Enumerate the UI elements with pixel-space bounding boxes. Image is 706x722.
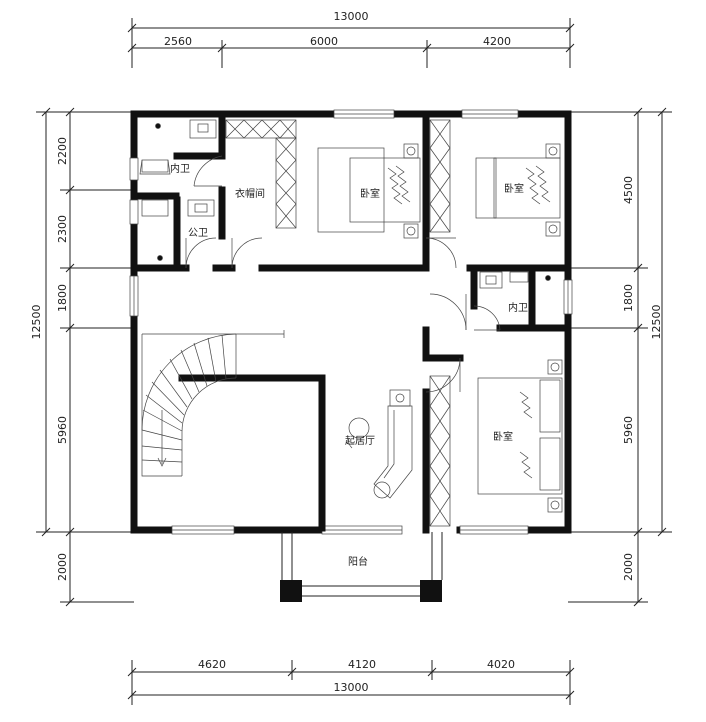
- living-furniture: [348, 389, 413, 499]
- doors: [185, 155, 501, 393]
- dim-bottom-seg-2: 4120: [348, 658, 376, 671]
- dim-left-seg-4: 5960: [56, 416, 69, 444]
- dimension-bottom: [127, 660, 575, 705]
- label-bedroom-southeast: 卧室: [493, 430, 513, 443]
- bed-northeast: [475, 143, 561, 237]
- label-balcony: 阳台: [348, 555, 368, 568]
- wardrobe-northeast: [429, 119, 451, 233]
- dimension-top: [127, 18, 575, 68]
- bath-fixtures-left: [139, 119, 217, 261]
- balcony: [280, 532, 443, 602]
- bed-southeast: [477, 359, 563, 513]
- cloakroom-wardrobe: [225, 119, 297, 229]
- label-cloakroom: 衣帽间: [235, 187, 265, 200]
- dim-left-seg-2: 2300: [56, 215, 69, 243]
- interior-walls: [130, 110, 572, 534]
- label-inner-bath-left: 内卫: [170, 162, 190, 175]
- label-bedroom-northeast: 卧室: [504, 182, 524, 195]
- label-living-room: 起居厅: [345, 435, 375, 447]
- label-inner-bath-right: 内卫: [508, 301, 528, 314]
- dim-right-seg-3: 5960: [622, 416, 635, 444]
- dim-left-seg-3: 1800: [56, 284, 69, 312]
- label-public-bath: 公卫: [188, 228, 208, 239]
- dim-top-seg-3: 4200: [483, 35, 511, 48]
- dim-bottom-total: 13000: [334, 681, 369, 694]
- spiral-staircase: [141, 330, 285, 477]
- dim-top-total: 13000: [334, 10, 369, 23]
- dim-top-seg-2: 6000: [310, 35, 338, 48]
- wardrobe-southeast: [429, 375, 451, 527]
- bed-master: [317, 143, 421, 239]
- dim-top-seg-1: 2560: [164, 35, 192, 48]
- dim-right-seg-2: 1800: [622, 284, 635, 312]
- bath-fixtures-right: [479, 271, 551, 289]
- dimension-right: [568, 107, 672, 607]
- label-bedroom-master: 卧室: [360, 187, 380, 200]
- exterior-walls: [129, 109, 573, 535]
- dim-right-total: 12500: [650, 305, 663, 340]
- dim-right-seg-4: 2000: [622, 553, 635, 581]
- dim-bottom-seg-1: 4620: [198, 658, 226, 671]
- dim-left-total: 12500: [30, 305, 43, 340]
- dim-right-seg-1: 4500: [622, 176, 635, 204]
- dim-left-seg-5: 2000: [56, 553, 69, 581]
- dim-left-seg-1: 2200: [56, 137, 69, 165]
- dimension-left: [36, 107, 134, 607]
- dim-bottom-seg-3: 4020: [487, 658, 515, 671]
